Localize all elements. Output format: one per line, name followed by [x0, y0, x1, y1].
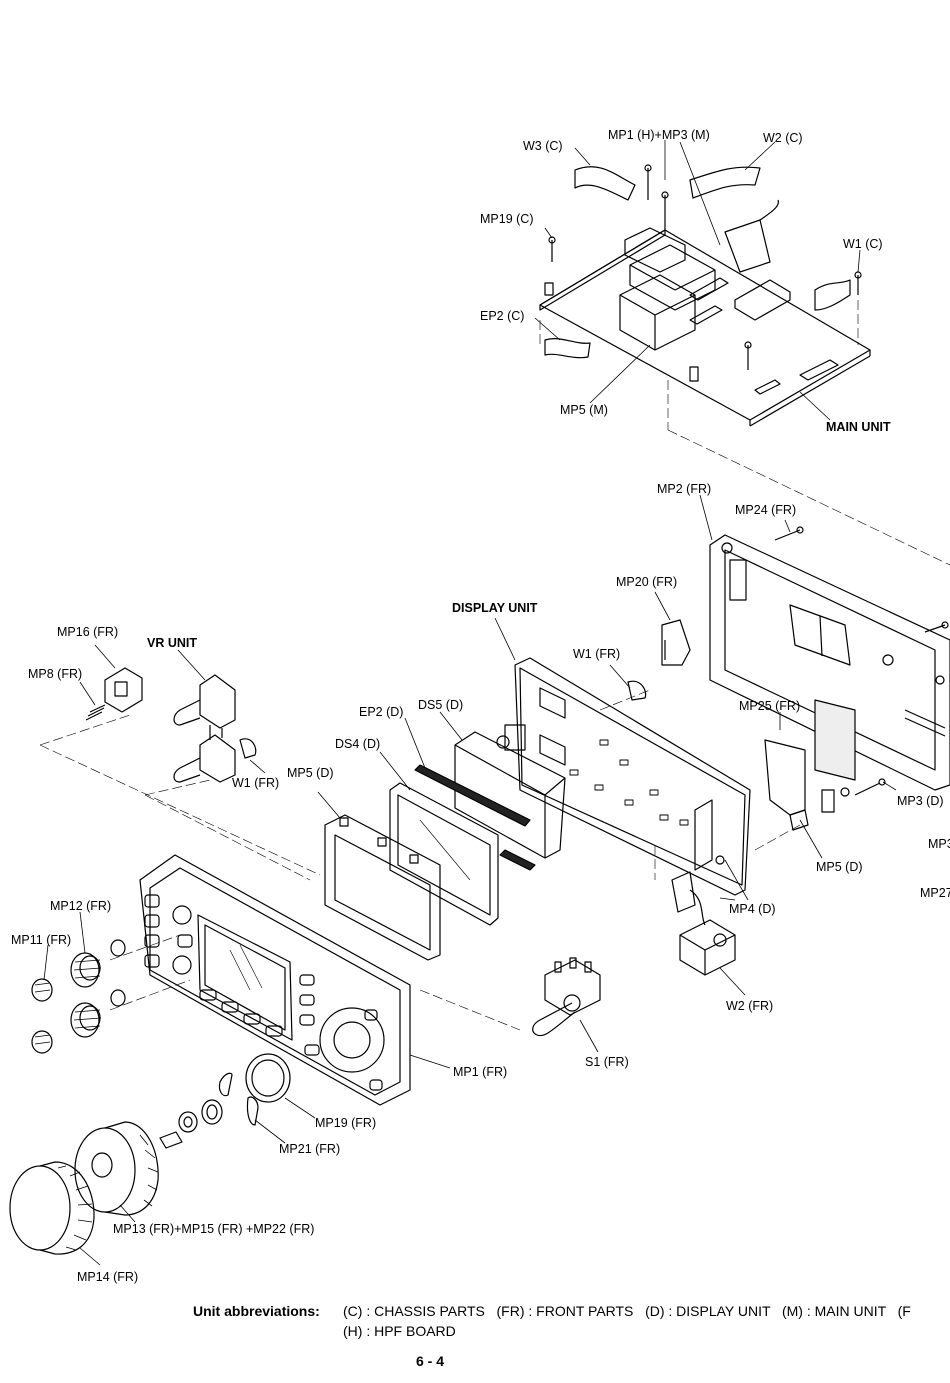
label-vr-unit: VR UNIT: [147, 636, 197, 650]
label-mp27-cut: MP27: [920, 886, 950, 900]
label-mp20-fr: MP20 (FR): [616, 575, 678, 589]
label-ep2-c: EP2 (C): [480, 309, 525, 323]
label-mp16-fr: MP16 (FR): [57, 625, 119, 639]
mp12-knob-upper: [70, 939, 126, 988]
label-mp25-fr: MP25 (FR): [739, 699, 801, 713]
label-mp19-fr: MP19 (FR): [315, 1116, 377, 1130]
label-mp19-c: MP19 (C): [480, 212, 534, 226]
label-w2-c: W2 (C): [763, 131, 803, 145]
label-mp12-fr: MP12 (FR): [50, 899, 112, 913]
label-mp5-m: MP5 (M): [560, 403, 608, 417]
s1-fr-rotary-switch: [532, 957, 601, 1037]
vr-unit: [173, 674, 236, 783]
label-mp21-fr: MP21 (FR): [279, 1142, 341, 1156]
label-mp3-d: MP3 (D): [897, 794, 944, 808]
mp16-knob: [104, 667, 143, 713]
label-ep2-d: EP2 (D): [359, 705, 404, 719]
ep2-d-strip: [414, 764, 536, 871]
label-mp2-fr: MP2 (FR): [657, 482, 712, 496]
front-panel-mp1: [139, 854, 411, 1106]
label-mp24-fr: MP24 (FR): [735, 503, 797, 517]
label-mp5-d-left: MP5 (D): [287, 766, 334, 780]
mp14-rubber-ring: [9, 1161, 95, 1255]
mp13-main-dial: [74, 1121, 159, 1216]
label-mp13-mp15-mp22: MP13 (FR)+MP15 (FR) +MP22 (FR): [113, 1222, 315, 1236]
rear-frame-mp2: [709, 526, 950, 791]
label-mp3-cut: MP3: [928, 837, 950, 851]
legend-title: Unit abbreviations:: [193, 1303, 320, 1319]
mp25-foam-pad: [814, 699, 856, 781]
legend-line-2: (H) : HPF BOARD: [343, 1323, 456, 1339]
main-unit-board: [539, 164, 871, 427]
display-unit-board: [496, 657, 751, 896]
label-mp5-d-right: MP5 (D): [816, 860, 863, 874]
mp11-knob-upper: [31, 978, 53, 1002]
label-s1-fr: S1 (FR): [585, 1055, 629, 1069]
w2-fr-connector: [671, 871, 736, 976]
unit-abbreviations-legend: Unit abbreviations: (C) : CHASSIS PARTS (…: [193, 1301, 911, 1341]
label-mp1-h-mp3-m: MP1 (H)+MP3 (M): [608, 128, 710, 142]
label-mp1-fr: MP1 (FR): [453, 1065, 508, 1079]
ds5-display-module: [454, 731, 566, 859]
label-w1-fr-top: W1 (FR): [573, 647, 621, 661]
mp11-knob-lower: [31, 1030, 53, 1054]
mp12-knob-lower: [70, 989, 126, 1038]
label-mp11-fr: MP11 (FR): [11, 933, 72, 947]
page-number: 6 - 4: [416, 1353, 445, 1369]
ds4-lcd-glass: [389, 782, 499, 926]
label-w1-c: W1 (C): [843, 237, 883, 251]
label-display-unit: DISPLAY UNIT: [452, 601, 538, 615]
label-ds4-d: DS4 (D): [335, 737, 381, 751]
label-main-unit: MAIN UNIT: [826, 420, 891, 434]
mp5-d-frame: [324, 814, 441, 961]
label-w1-fr: W1 (FR): [232, 776, 280, 790]
label-w3-c: W3 (C): [523, 139, 563, 153]
label-mp8-fr: MP8 (FR): [28, 667, 83, 681]
label-w2-fr: W2 (FR): [726, 999, 774, 1013]
mp19-fr-ring: [245, 1053, 291, 1103]
label-mp4-d: MP4 (D): [729, 902, 776, 916]
legend-line-1: (C) : CHASSIS PARTS (FR) : FRONT PARTS (…: [343, 1303, 911, 1319]
label-mp14-fr: MP14 (FR): [77, 1270, 139, 1284]
label-ds5-d: DS5 (D): [418, 698, 464, 712]
